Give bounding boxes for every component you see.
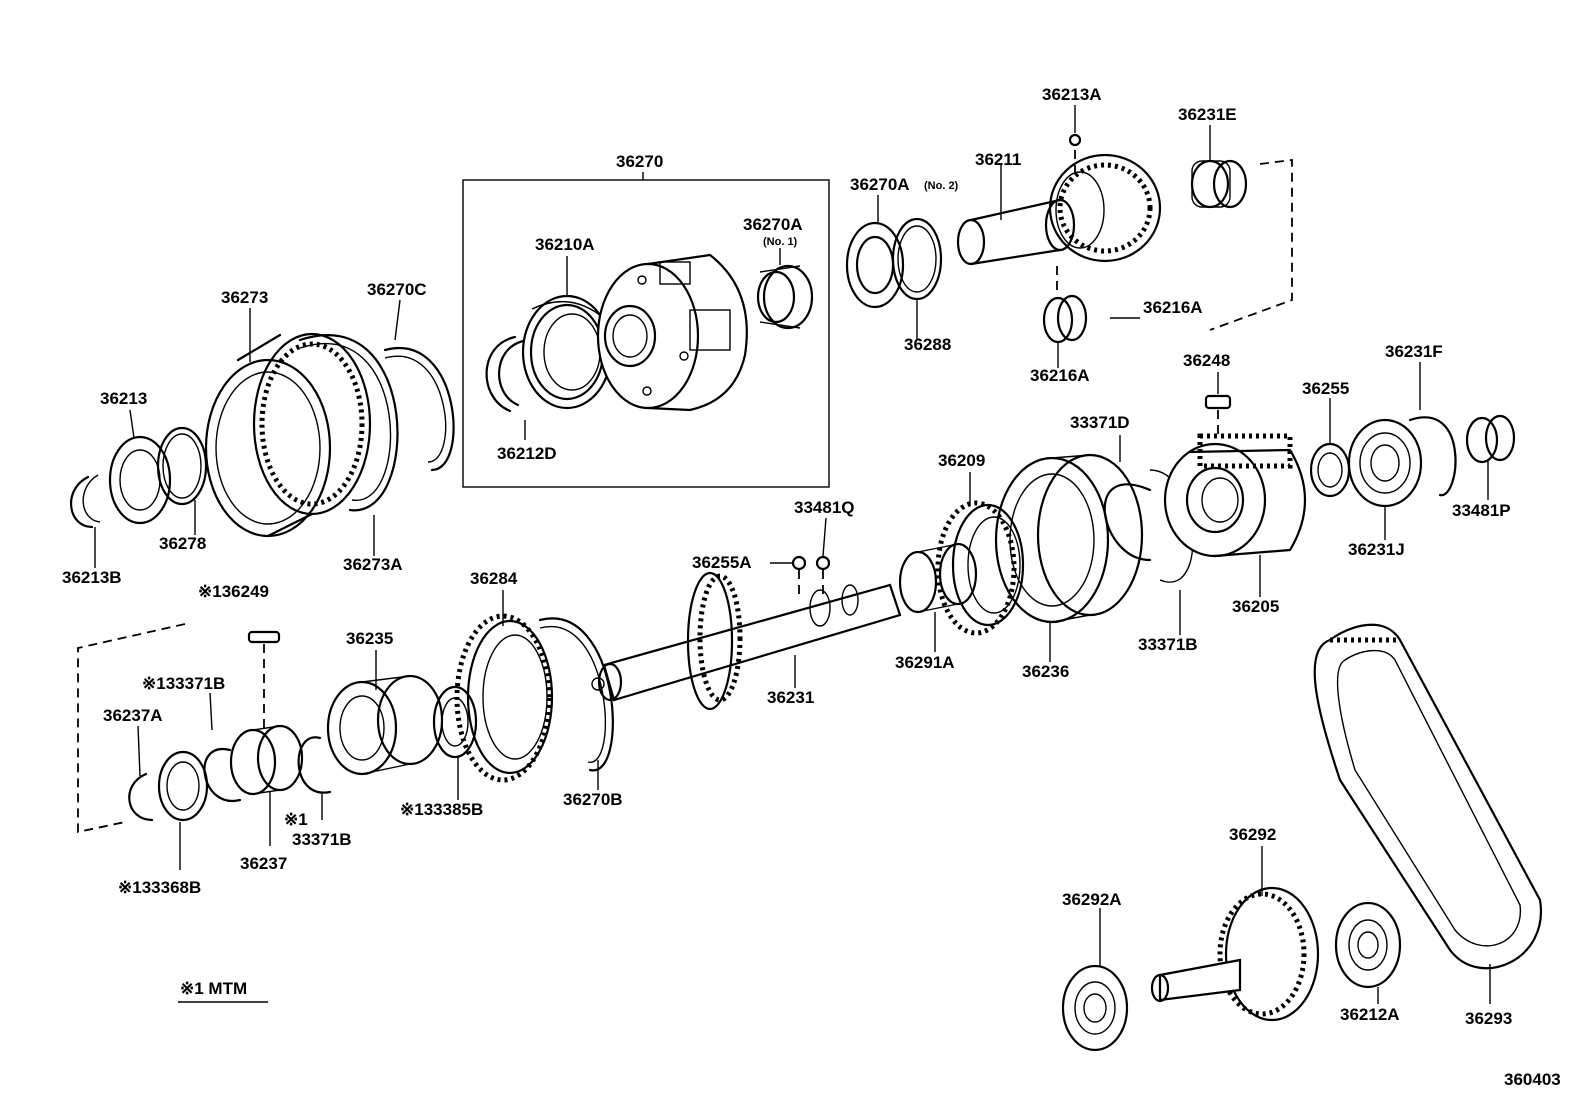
label-36216A-bottom: 36216A: [1030, 366, 1090, 385]
part-36255A: [791, 555, 807, 571]
part-33481P: [1465, 414, 1516, 464]
label-36235: 36235: [346, 629, 393, 648]
label-36270C: 36270C: [367, 280, 427, 299]
bracket-36249: [77, 623, 186, 834]
part-36292: [1150, 886, 1320, 1022]
label-36284: 36284: [470, 569, 518, 588]
part-33371B-left: [203, 747, 242, 803]
label-36273A: 36273A: [343, 555, 403, 574]
part-36216A: [1042, 294, 1140, 344]
label-36216A-right: 36216A: [1143, 298, 1203, 317]
part-36255: [1309, 442, 1351, 498]
part-36270A-no2: [845, 221, 905, 309]
part-36213B: [70, 474, 101, 529]
label-36231F: 36231F: [1385, 342, 1443, 361]
label-33481P: 33481P: [1452, 501, 1511, 520]
diagram-id: 360403: [1504, 1070, 1561, 1089]
label-33371B-bottom: 33371B: [292, 830, 352, 849]
part-36248: [1204, 394, 1232, 410]
part-36278: [156, 426, 208, 506]
label-36237A: 36237A: [103, 706, 163, 725]
label-36278: 36278: [159, 534, 206, 553]
label-36211: 36211: [975, 150, 1021, 169]
part-36210A: [521, 294, 613, 410]
label-36231J: 36231J: [1348, 540, 1405, 559]
label-33481Q: 33481Q: [794, 498, 855, 517]
bracket-36231E: [1209, 158, 1293, 331]
part-36293: [1313, 623, 1543, 970]
legend-note: ※1 MTM: [180, 979, 247, 998]
part-36288: [891, 217, 943, 301]
label-36293: 36293: [1465, 1009, 1512, 1028]
label-33371D: 33371D: [1070, 413, 1130, 432]
label-36213A: 36213A: [1042, 85, 1102, 104]
label-36270: 36270: [616, 152, 663, 171]
label-36213B: 36213B: [62, 568, 122, 587]
part-36231: [591, 571, 902, 711]
part-36212D: [485, 335, 525, 413]
label-star1: ※1: [284, 810, 308, 829]
label-36205: 36205: [1232, 597, 1279, 616]
part-36231J: [1347, 418, 1423, 508]
label-36210A: 36210A: [535, 235, 595, 254]
label-36231: 36231: [767, 688, 814, 707]
part-36212A: [1334, 901, 1402, 989]
part-36236: [994, 453, 1144, 624]
label-33371B-star: ※133371B: [142, 674, 225, 693]
part-33371B-mid: [297, 736, 332, 794]
part-36270B: [538, 617, 614, 772]
label-36270B: 36270B: [563, 790, 623, 809]
part-36292A: [1061, 964, 1129, 1052]
assembly-box-36270: [462, 172, 830, 488]
part-36249: [247, 630, 281, 644]
part-33368B: [157, 750, 209, 822]
label-36255: 36255: [1302, 379, 1349, 398]
part-33481Q: [815, 555, 831, 571]
line-art: [70, 105, 1543, 1052]
part-36235: [326, 674, 444, 776]
leader-lines: [94, 105, 1491, 1004]
label-36231E: 36231E: [1178, 105, 1237, 124]
label-33371B-right: 33371B: [1138, 635, 1198, 654]
label-36255A: 36255A: [692, 553, 752, 572]
part-36291A: [898, 542, 978, 614]
part-36209: [935, 500, 1025, 636]
part-36213A: [1068, 133, 1082, 147]
part-36273: [204, 332, 372, 538]
label-36292A: 36292A: [1062, 890, 1122, 909]
label-36209: 36209: [938, 451, 985, 470]
part-36237A: [128, 772, 154, 822]
label-36288: 36288: [904, 335, 951, 354]
part-36273A: [298, 334, 399, 512]
label-36270A-no1: 36270A: [743, 215, 803, 234]
label-36237: 36237: [240, 854, 287, 873]
label-36270A-no2: 36270A: [850, 175, 910, 194]
label-36212D: 36212D: [497, 444, 557, 463]
label-33385B: ※133385B: [400, 800, 483, 819]
label-36248: 36248: [1183, 351, 1230, 370]
part-36211: [956, 153, 1162, 266]
label-36236: 36236: [1022, 662, 1069, 681]
part-36270C: [383, 346, 455, 472]
label-36291A: 36291A: [895, 653, 955, 672]
label-36212A: 36212A: [1340, 1005, 1400, 1024]
label-36249: ※136249: [198, 582, 269, 601]
label-36273: 36273: [221, 288, 268, 307]
label-36270A-no2-sub: (No. 2): [924, 180, 959, 192]
part-labels: 36213A 36231E 36270 36211 36270A (No. 2)…: [62, 85, 1561, 1089]
part-36231F: [1408, 416, 1457, 497]
label-36270A-no1-sub: (No. 1): [763, 236, 798, 248]
part-planet-carrier: [596, 253, 748, 412]
label-33368B: ※133368B: [118, 878, 201, 897]
part-36270A-no1: [756, 264, 814, 330]
label-36292: 36292: [1229, 825, 1276, 844]
label-36213: 36213: [100, 389, 147, 408]
part-36237: [229, 724, 304, 796]
part-36205: [1163, 433, 1306, 558]
part-36231E: [1190, 159, 1248, 209]
